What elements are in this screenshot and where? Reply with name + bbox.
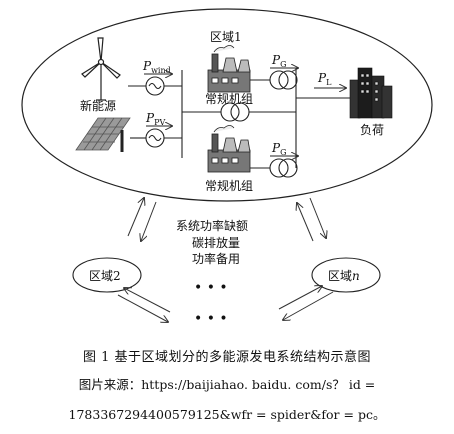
central-transformer-icon xyxy=(220,102,250,122)
dots-middle: • • • xyxy=(194,280,228,296)
exchange-line1: 系统功率缺额 xyxy=(176,218,248,233)
p-wind-label: Pwind xyxy=(142,59,171,75)
conventional-unit-bottom-label: 常规机组 xyxy=(205,178,253,193)
exchange-arrows xyxy=(117,198,334,322)
top-transformer-icon xyxy=(250,70,298,90)
exchange-line3: 功率备用 xyxy=(192,251,240,266)
region2-boundary xyxy=(72,257,142,293)
p-load-label: PL xyxy=(317,71,332,87)
region-n-boundary xyxy=(311,257,381,293)
load-label: 负荷 xyxy=(360,123,384,137)
region-n-label: 区域n xyxy=(328,269,360,283)
new-energy-label: 新能源 xyxy=(80,98,116,113)
power-plant-top-icon xyxy=(207,45,251,93)
wind-generator-icon xyxy=(128,76,165,96)
figure-caption-source-line2: 1783367294400579125&wfr = spider&for = p… xyxy=(68,407,386,422)
pv-panel-icon xyxy=(75,117,131,152)
p-g-top-label: PG xyxy=(271,53,286,69)
power-plant-bottom-icon xyxy=(207,125,251,173)
load-buildings-icon xyxy=(349,67,393,119)
figure-caption-source-line1: 图片来源：https://baijiahao. baidu. com/s？ id… xyxy=(78,377,376,392)
wind-turbine-icon xyxy=(81,37,121,101)
pv-generator-icon xyxy=(130,128,165,148)
region2-label: 区域2 xyxy=(89,269,121,283)
region1-title: 区域1 xyxy=(210,30,242,44)
bottom-transformer-icon xyxy=(250,158,298,178)
dots-lower: • • • xyxy=(194,311,228,327)
exchange-line2: 碳排放量 xyxy=(192,235,240,250)
p-pv-label: PPV xyxy=(145,111,165,127)
region1-boundary xyxy=(21,8,433,202)
p-g-bottom-label: PG xyxy=(271,141,286,157)
conventional-unit-top-label: 常规机组 xyxy=(205,91,253,106)
figure-caption-title: 图 1 基于区域划分的多能源发电系统结构示意图 xyxy=(82,350,372,365)
